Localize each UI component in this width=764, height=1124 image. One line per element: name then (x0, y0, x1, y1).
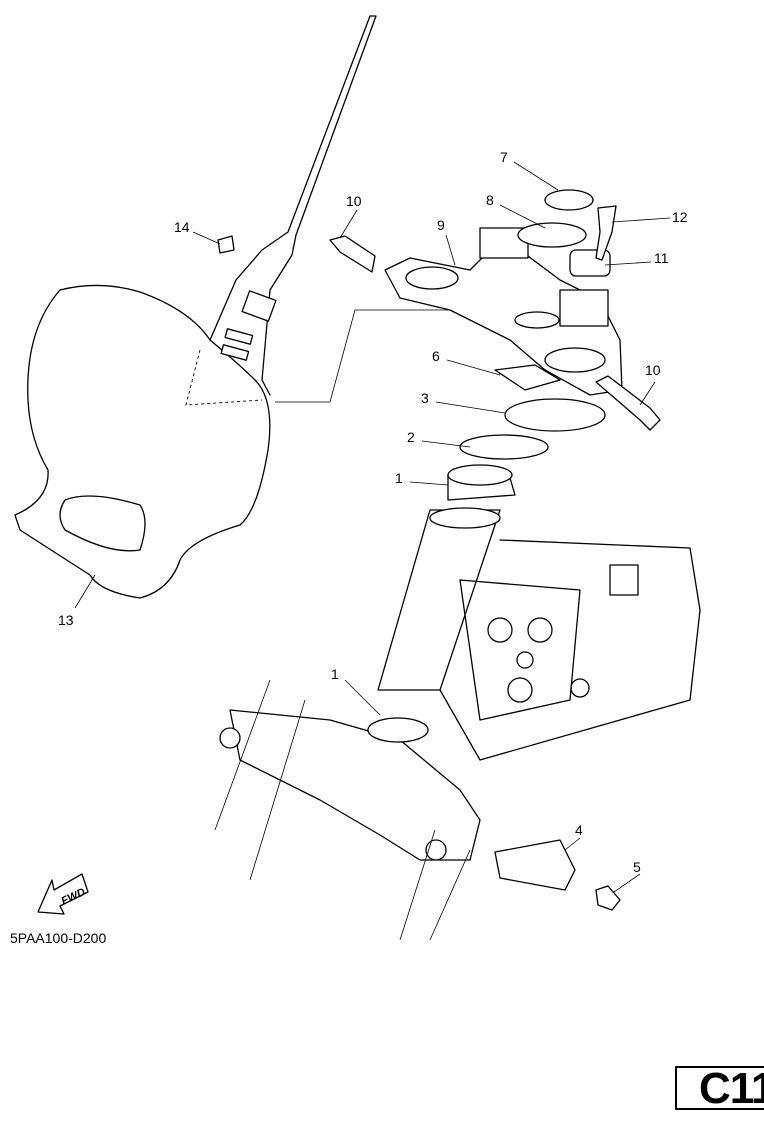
callout-8: 8 (486, 192, 494, 208)
callout-14: 14 (174, 219, 190, 235)
frame-part (377, 507, 701, 761)
callout-1-lower: 1 (331, 666, 339, 682)
callout-12: 12 (672, 209, 688, 225)
callout-4: 4 (575, 822, 583, 838)
page-label-box: C11 (675, 1064, 764, 1113)
callout-13: 13 (58, 612, 74, 628)
fwd-arrow-icon: FWD (37, 873, 89, 915)
callout-9: 9 (437, 217, 445, 233)
upper-bracket-part (384, 227, 623, 396)
hardware-parts (217, 189, 661, 501)
callout-5: 5 (633, 859, 641, 875)
lower-bracket-part (214, 679, 621, 941)
callout-labels: 7 8 10 12 14 9 11 6 10 3 2 1 13 1 4 5 (58, 149, 688, 875)
callout-3: 3 (421, 390, 429, 406)
leader-lines (74, 161, 671, 893)
callout-7: 7 (500, 149, 508, 165)
callout-10-lower: 10 (645, 362, 661, 378)
callout-1-upper: 1 (395, 470, 403, 486)
callout-10-upper: 10 (346, 193, 362, 209)
callout-11: 11 (654, 250, 669, 266)
callout-2: 2 (407, 429, 415, 445)
page-label: C11 (699, 1064, 764, 1113)
number-plate-part (14, 15, 490, 599)
callout-6: 6 (432, 348, 440, 364)
diagram-code: 5PAA100-D200 (10, 930, 107, 946)
